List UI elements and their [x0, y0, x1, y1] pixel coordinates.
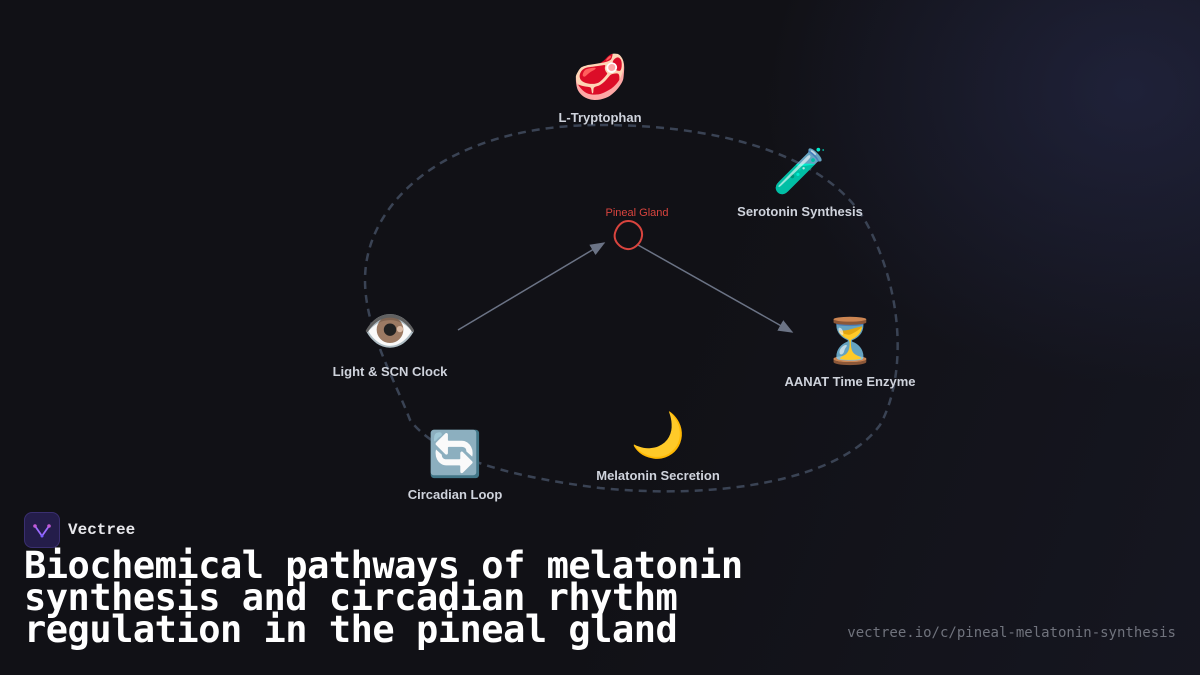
node-melatonin-secretion: 🌙 Melatonin Secretion — [596, 410, 720, 483]
node-label: Light & SCN Clock — [332, 364, 448, 379]
moon-icon: 🌙 — [630, 411, 686, 460]
node-circadian-loop: 🔄 Circadian Loop — [408, 429, 503, 502]
meat-icon: 🥩 — [572, 53, 628, 102]
node-label: L-Tryptophan — [558, 110, 642, 125]
node-l-tryptophan: 🥩 L-Tryptophan — [558, 52, 641, 125]
node-label: Circadian Loop — [407, 487, 503, 502]
vectree-logo-icon — [24, 512, 60, 548]
hourglass-icon: ⏳ — [822, 317, 878, 366]
cycle-loop — [363, 123, 899, 493]
brand[interactable]: Vectree — [24, 512, 135, 548]
node-serotonin-synthesis: 🧪 Serotonin Synthesis — [737, 146, 863, 219]
node-label: Serotonin Synthesis — [737, 204, 863, 219]
test-tube-icon: 🧪 — [772, 147, 828, 196]
page-title: Biochemical pathways of melatonin synthe… — [24, 544, 743, 651]
pineal-gland-shape — [613, 219, 644, 251]
edge-pineal-to-aanat — [637, 244, 794, 333]
node-label: Melatonin Secretion — [596, 468, 720, 483]
source-url[interactable]: vectree.io/c/pineal-melatonin-synthesis — [847, 625, 1176, 641]
eye-icon: 👁️ — [362, 307, 418, 356]
pineal-gland-label: Pineal Gland — [605, 207, 669, 219]
node-aanat-time-enzyme: ⏳ AANAT Time Enzyme — [785, 316, 916, 389]
node-label: AANAT Time Enzyme — [784, 374, 916, 389]
node-light-scn-clock: 👁️ Light & SCN Clock — [333, 306, 448, 379]
edge-light-to-pineal — [457, 242, 606, 331]
brand-name: Vectree — [68, 521, 136, 539]
cycle-arrows-icon: 🔄 — [427, 430, 483, 479]
